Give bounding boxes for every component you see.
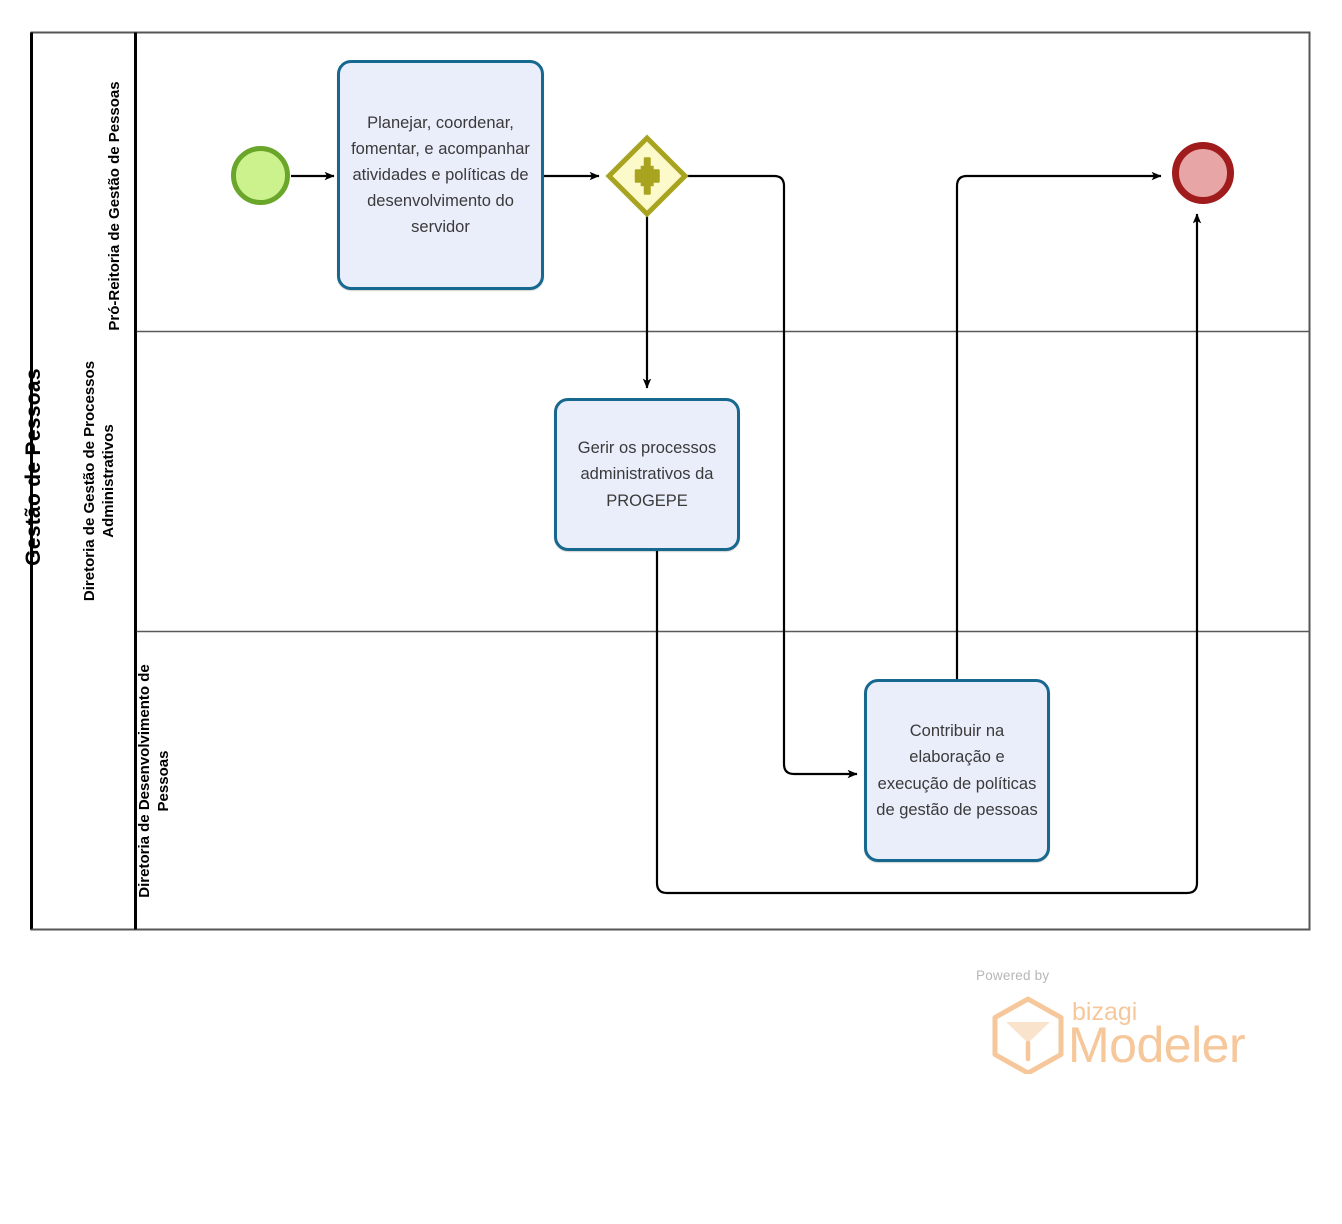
task-contribuir-politicas[interactable]: Contribuir na elaboração e execução de p… xyxy=(864,679,1050,862)
flow-contribuir-to-end xyxy=(955,171,1162,679)
task-gerir-processos[interactable]: Gerir os processos administrativos da PR… xyxy=(554,398,740,551)
flow-gerir-to-end xyxy=(655,213,1202,895)
start-event[interactable] xyxy=(231,146,290,205)
end-event[interactable] xyxy=(1172,142,1234,204)
flow-gateway-to-contribuir xyxy=(685,174,858,779)
lane-separators xyxy=(135,330,1310,633)
parallel-gateway[interactable] xyxy=(605,134,689,218)
task-planejar-coordenar[interactable]: Planejar, coordenar, fomentar, e acompan… xyxy=(337,60,544,290)
